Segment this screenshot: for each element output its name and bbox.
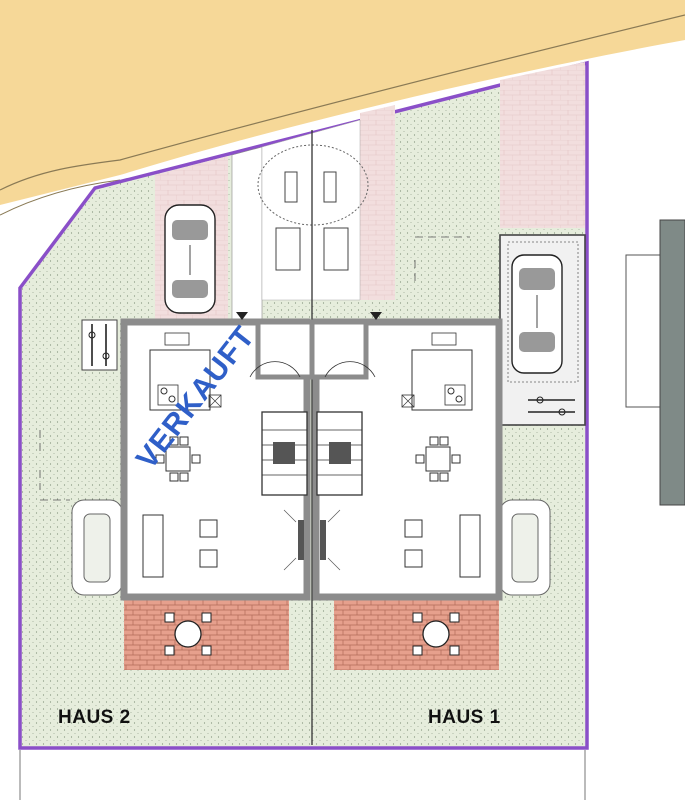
street bbox=[0, 0, 685, 216]
planter-right bbox=[499, 499, 551, 596]
patio-table-icon bbox=[164, 612, 212, 656]
terrace-right bbox=[334, 600, 499, 670]
bicycle-icon bbox=[528, 396, 575, 416]
neighbour-building bbox=[625, 219, 685, 506]
staircase-icon bbox=[261, 411, 363, 496]
sofa-icon bbox=[404, 514, 481, 578]
patio-table-icon bbox=[412, 612, 460, 656]
car-icon bbox=[511, 254, 563, 374]
dining-table-icon bbox=[415, 436, 461, 482]
house-label-left: HAUS 2 bbox=[58, 707, 131, 728]
entrance-core bbox=[236, 312, 382, 380]
house-label-right: HAUS 1 bbox=[428, 707, 501, 728]
planter-left bbox=[71, 499, 123, 596]
bicycle-icon bbox=[81, 319, 118, 371]
dining-table-icon bbox=[155, 436, 201, 482]
car-icon bbox=[164, 204, 216, 314]
terrace-left bbox=[124, 600, 289, 670]
tv-unit bbox=[283, 509, 341, 571]
sofa-icon bbox=[142, 514, 218, 578]
